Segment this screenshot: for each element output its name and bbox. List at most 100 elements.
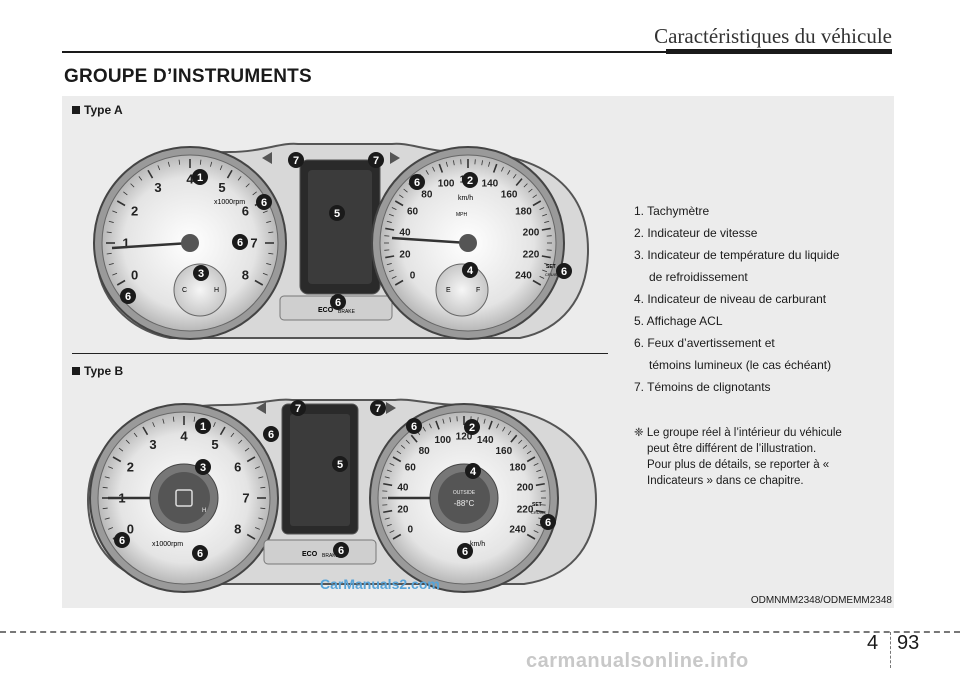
speedometer-a-number: 140 (482, 178, 499, 189)
speedometer-a-tick (445, 161, 448, 167)
header-rule (62, 51, 892, 53)
speedometer-a-tick (544, 220, 550, 223)
header-rule-accent (666, 49, 892, 54)
tachometer-a-tick (112, 210, 118, 214)
turn-signal-right-icon-a (390, 152, 400, 164)
speedometer-b-number: 100 (434, 435, 451, 446)
tachometer-a-tick (178, 159, 181, 165)
tachometer-a-tick (106, 231, 112, 234)
svg-text:3: 3 (198, 268, 204, 280)
tachometer-a-tick (167, 161, 170, 167)
speedometer-b-tick (536, 469, 542, 473)
temp-gauge-b-hot: H (202, 508, 206, 514)
speedometer-a-tick (388, 269, 394, 273)
tachometer-a-tick (266, 220, 272, 223)
tachometer-b-tick (254, 527, 260, 530)
speedometer-a-tick (539, 207, 545, 210)
outside-temp-label: OUTSIDE (453, 490, 476, 496)
tachometer-a-tick (106, 252, 112, 255)
speedometer-a-tick (481, 160, 483, 166)
tachometer-b-number: 6 (234, 460, 241, 475)
svg-text:7: 7 (375, 403, 381, 415)
tachometer-a-tick (219, 165, 223, 171)
speedometer-a-tick (398, 194, 404, 199)
tachometer-a-number: 8 (242, 268, 249, 283)
tachometer-b-number: 3 (149, 437, 156, 452)
speedometer-b-tick (449, 417, 452, 423)
speedometer-b-tick (488, 420, 493, 430)
speedometer-b-tick (405, 439, 410, 444)
speedometer-a-tick (386, 263, 392, 266)
speedometer-a-ticks (384, 159, 552, 286)
speedometer-b-number: 120 (456, 432, 473, 443)
speedometer-a-tick (385, 227, 395, 231)
callout-3-a: 3 (193, 265, 209, 281)
svg-text:4: 4 (467, 265, 474, 277)
speedometer-b-tick (392, 533, 402, 540)
fuel-gauge-a-empty: E (446, 287, 451, 294)
tachometer-b-tick (108, 466, 114, 469)
legend-item-2: 2. Indicateur de vitesse (634, 226, 758, 240)
speedometer-b-tick (518, 439, 523, 444)
speedometer-a-tick (386, 220, 392, 223)
speedometer-b-number: 140 (477, 435, 494, 446)
callout-1-b: 1 (195, 418, 211, 434)
callout-2-b: 2 (464, 419, 480, 435)
speedometer-a-tick (453, 160, 455, 166)
set-label-a: SET (546, 264, 556, 270)
speedometer-a-number: 80 (421, 189, 433, 200)
cruise-label-b: CRUISE (531, 510, 546, 515)
legend-item-3: 3. Indicateur de température du liquide (634, 248, 840, 262)
callout-3-b: 3 (195, 459, 211, 475)
callout-6-a4: 6 (330, 294, 346, 310)
speedometer-b-number: 200 (517, 483, 534, 494)
type-b-label: Type B (72, 364, 123, 378)
tachometer-a-tick (108, 220, 114, 223)
tachometer-a-number: 2 (131, 204, 138, 219)
tachometer-a-tick (116, 200, 126, 207)
speedometer-a-tick (403, 188, 408, 193)
speedometer-a-tick (542, 213, 548, 217)
speedometer-a-tick (523, 183, 528, 188)
svg-text:7: 7 (293, 155, 299, 167)
footer-rule (0, 631, 960, 633)
speedometer-b-tick (502, 426, 506, 432)
tachometer-b-tick (108, 527, 114, 530)
legend: 1. Tachymètre 2. Indicateur de vitesse 3… (634, 200, 884, 398)
tachometer-b-ticks (102, 416, 266, 540)
tachometer-b-tick (118, 447, 124, 452)
svg-text:2: 2 (467, 175, 473, 187)
callout-6-a5: 6 (409, 174, 425, 190)
callout-6-a2: 6 (232, 234, 248, 250)
tachometer-b-number: 2 (127, 460, 134, 475)
note: ❈ Le groupe réel à l’intérieur du véhicu… (634, 425, 884, 489)
speedometer-b-tick (384, 517, 390, 520)
speedometer-a-tick (542, 269, 548, 273)
callout-5-a: 5 (329, 205, 345, 221)
callout-6-b1: 6 (263, 426, 279, 442)
tachometer-b-number: 8 (234, 522, 241, 537)
speedometer-b-tick (538, 476, 544, 479)
tachometer-a-tick (147, 169, 154, 179)
speedometer-a-tick (532, 194, 538, 199)
callout-2-a: 2 (462, 172, 478, 188)
type-a-label: Type A (72, 103, 123, 117)
tachometer-a-tick (130, 183, 135, 188)
svg-text:5: 5 (334, 208, 340, 220)
speedometer-b-tick (410, 434, 418, 443)
speedometer-a-unit: km/h (458, 195, 473, 202)
brake-label-b: BRAKE (322, 553, 340, 559)
svg-text:1: 1 (200, 421, 206, 433)
tachometer-b-tick (104, 517, 110, 520)
tachometer-b-tick (133, 432, 138, 438)
svg-text:2: 2 (469, 422, 475, 434)
tachometer-b-tick (142, 426, 149, 436)
speedometer-a-tick (507, 170, 511, 175)
speedometer-b-tick (522, 444, 528, 449)
callout-6-b2: 6 (114, 532, 130, 548)
svg-text:6: 6 (335, 297, 341, 309)
speedometer-a-tick (501, 166, 504, 172)
temp-gauge-a-cold: C (182, 287, 187, 294)
callout-1-a: 1 (192, 169, 208, 185)
